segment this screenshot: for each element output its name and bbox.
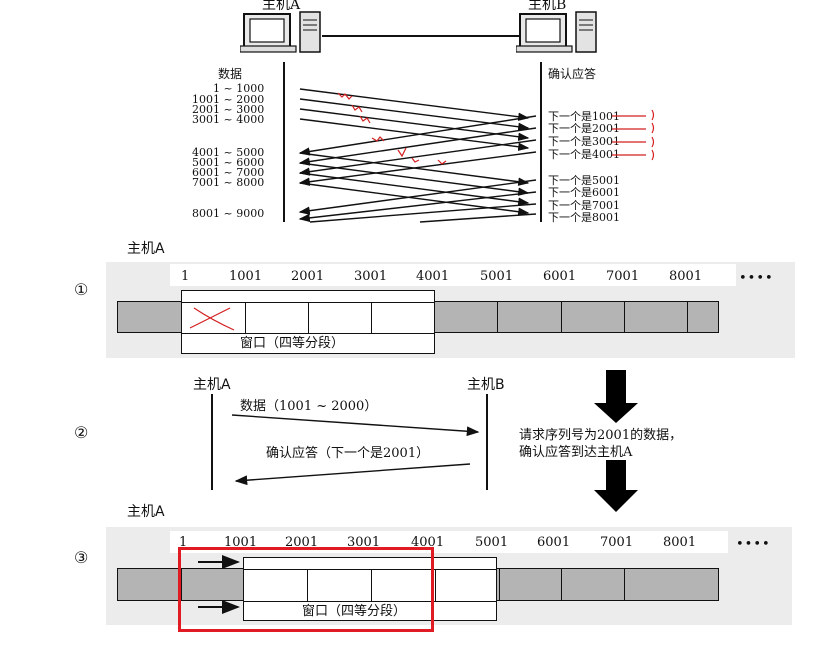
tick-label: 5001 (480, 269, 514, 284)
tick-label: 1001 (229, 269, 263, 284)
data-range-label: 4001 ~ 5000 (192, 146, 265, 159)
ack-arrow (298, 115, 537, 156)
tick-label: 3001 (347, 535, 381, 550)
data-range-label: 8001 ~ 9000 (192, 207, 265, 220)
tick-label: 8001 (669, 269, 703, 284)
tick-label: 2001 (291, 269, 325, 284)
down-arrow-icon (594, 370, 638, 423)
data-range-label: 6001 ~ 7000 (192, 166, 265, 179)
tick-label: 4001 (411, 535, 445, 550)
tick-label: 3001 (354, 269, 388, 284)
ack-arrow (298, 127, 537, 166)
ack-label: 下一个是4001 (548, 148, 620, 161)
exchange-arrows (283, 35, 655, 223)
ack-label: 下一个是1001 (548, 110, 620, 123)
tick-label: 7001 (600, 535, 634, 550)
host-a-label: 主机A (127, 241, 165, 257)
ellipsis: •••• (739, 271, 774, 286)
window-label: 窗口（四等分段） (240, 336, 345, 351)
tick-label: 2001 (285, 535, 319, 550)
ack-arrow (309, 203, 537, 223)
ellipsis: •••• (736, 537, 771, 552)
tick-label: 7001 (606, 269, 640, 284)
tick-label: 4001 (416, 269, 450, 284)
computer-icon (516, 11, 597, 53)
host-a-label: 主机A (127, 504, 165, 520)
ack-arrow (419, 213, 537, 223)
window-label: 窗口（四等分段） (302, 604, 407, 619)
tick-label: 6001 (543, 269, 577, 284)
ack-arrow (298, 179, 537, 215)
tick-label: 8001 (663, 535, 697, 550)
host-a-label: 主机A (262, 0, 301, 13)
handwritten-annotations (337, 92, 655, 165)
tick-label: 6001 (537, 535, 571, 550)
ack-arrow (298, 191, 537, 223)
step-marker: ① (74, 280, 89, 299)
tick-label: 1 (179, 535, 188, 550)
data-arrow (299, 152, 530, 186)
data-range-label: 5001 ~ 6000 (192, 156, 265, 169)
ack-label: 下一个是5001 (548, 174, 620, 187)
data-range-label: 3001 ~ 4000 (192, 113, 265, 126)
ack-label: 下一个是2001 (548, 122, 620, 135)
down-arrow-icon (594, 460, 638, 512)
ack-message: 确认应答（下一个是2001） (266, 446, 430, 461)
note-line: 请求序列号为2001的数据， (519, 428, 683, 443)
tick-label: 1001 (224, 535, 258, 550)
data-arrow (299, 162, 530, 196)
data-range-label: 2001 ~ 3000 (192, 103, 265, 116)
data-column-label: 数据 (218, 67, 243, 81)
step-marker: ② (74, 423, 89, 442)
highlight-box (178, 547, 434, 632)
ack-label: 下一个是8001 (548, 211, 620, 224)
tick-label: 5001 (475, 535, 509, 550)
ack-label: 下一个是3001 (548, 135, 620, 148)
data-arrow (231, 414, 480, 437)
ack-label: 下一个是6001 (548, 186, 620, 199)
send-window: 窗口（四等分段） (181, 290, 435, 354)
host-b-label: 主机B (528, 0, 567, 13)
host-b-label: 主机B (467, 377, 505, 393)
note-line: 确认应答到达主机A (519, 445, 633, 460)
computer-icon (240, 11, 321, 53)
tick-label: 1 (181, 269, 190, 284)
step-2-arrows (211, 370, 638, 512)
data-range-label: 7001 ~ 8000 (192, 176, 265, 189)
slide-arrows (198, 555, 240, 614)
data-range-label: 1001 ~ 2000 (192, 93, 265, 106)
tick-strip (170, 264, 736, 286)
host-a-label: 主机A (193, 377, 231, 393)
data-arrow (299, 172, 530, 206)
data-message: 数据（1001 ~ 2000） (240, 399, 378, 414)
data-arrow (299, 118, 530, 151)
ack-label: 下一个是7001 (548, 199, 620, 212)
step-marker: ③ (74, 548, 89, 567)
ack-arrow (234, 463, 471, 486)
cross-mark (189, 307, 235, 331)
send-window: 窗口（四等分段） (243, 557, 497, 621)
ack-column-label: 确认应答 (548, 67, 597, 81)
data-arrow (299, 108, 530, 141)
data-range-label: 1 ~ 1000 (213, 82, 265, 95)
